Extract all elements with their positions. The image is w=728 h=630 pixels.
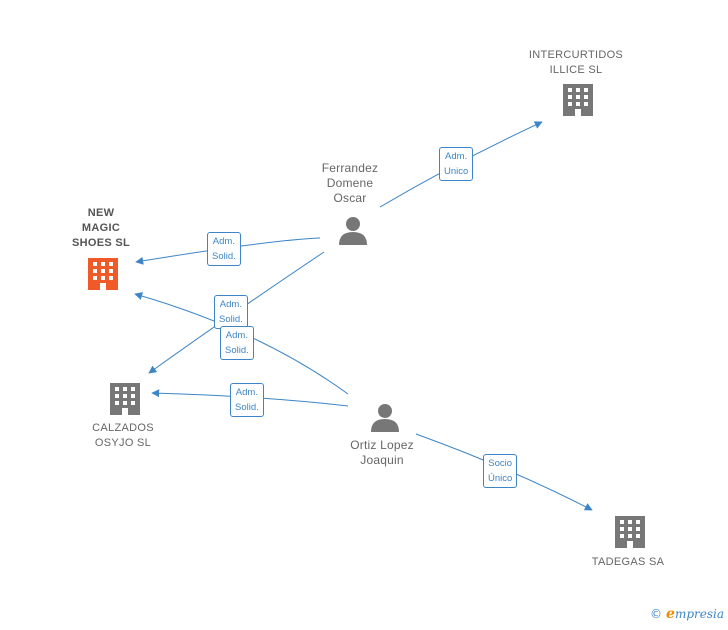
edge-label-adm-solid: Adm. Solid. [207, 232, 241, 266]
edge-label-adm-solid: Adm. Solid. [214, 295, 248, 329]
edge-label-socio-unico: Socio Único [483, 454, 518, 488]
building-icon[interactable] [563, 84, 593, 116]
copyright-icon: © [650, 607, 663, 621]
building-icon-highlight[interactable] [88, 258, 118, 290]
person-label-ortiz[interactable]: Ortiz Lopez Joaquin [350, 438, 414, 467]
brand-name: mpresia [674, 607, 724, 621]
company-label-intercurtidos[interactable]: INTERCURTIDOS ILLICE SL [528, 49, 624, 76]
edge-label-adm-solid: Adm. Solid. [220, 326, 254, 360]
building-icon[interactable] [615, 516, 645, 548]
company-label-calzados[interactable]: CALZADOS OSYJO SL [92, 422, 154, 449]
edge-label-adm-solid: Adm. Solid. [230, 383, 264, 417]
edge-ferrandez-newmagic [135, 237, 321, 265]
person-icon[interactable] [371, 404, 399, 432]
edge-label-adm-unico: Adm. Unico [439, 147, 474, 181]
building-icon[interactable] [110, 383, 140, 415]
brand-initial: e [666, 606, 675, 622]
brand-watermark: ©empresia [650, 606, 724, 622]
company-label-new-magic[interactable]: NEW MAGIC SHOES SL [71, 207, 131, 249]
person-label-ferrandez[interactable]: Ferrandez Domene Oscar [321, 161, 379, 205]
person-icon[interactable] [339, 217, 367, 245]
company-label-tadegas[interactable]: TADEGAS SA [591, 556, 665, 568]
